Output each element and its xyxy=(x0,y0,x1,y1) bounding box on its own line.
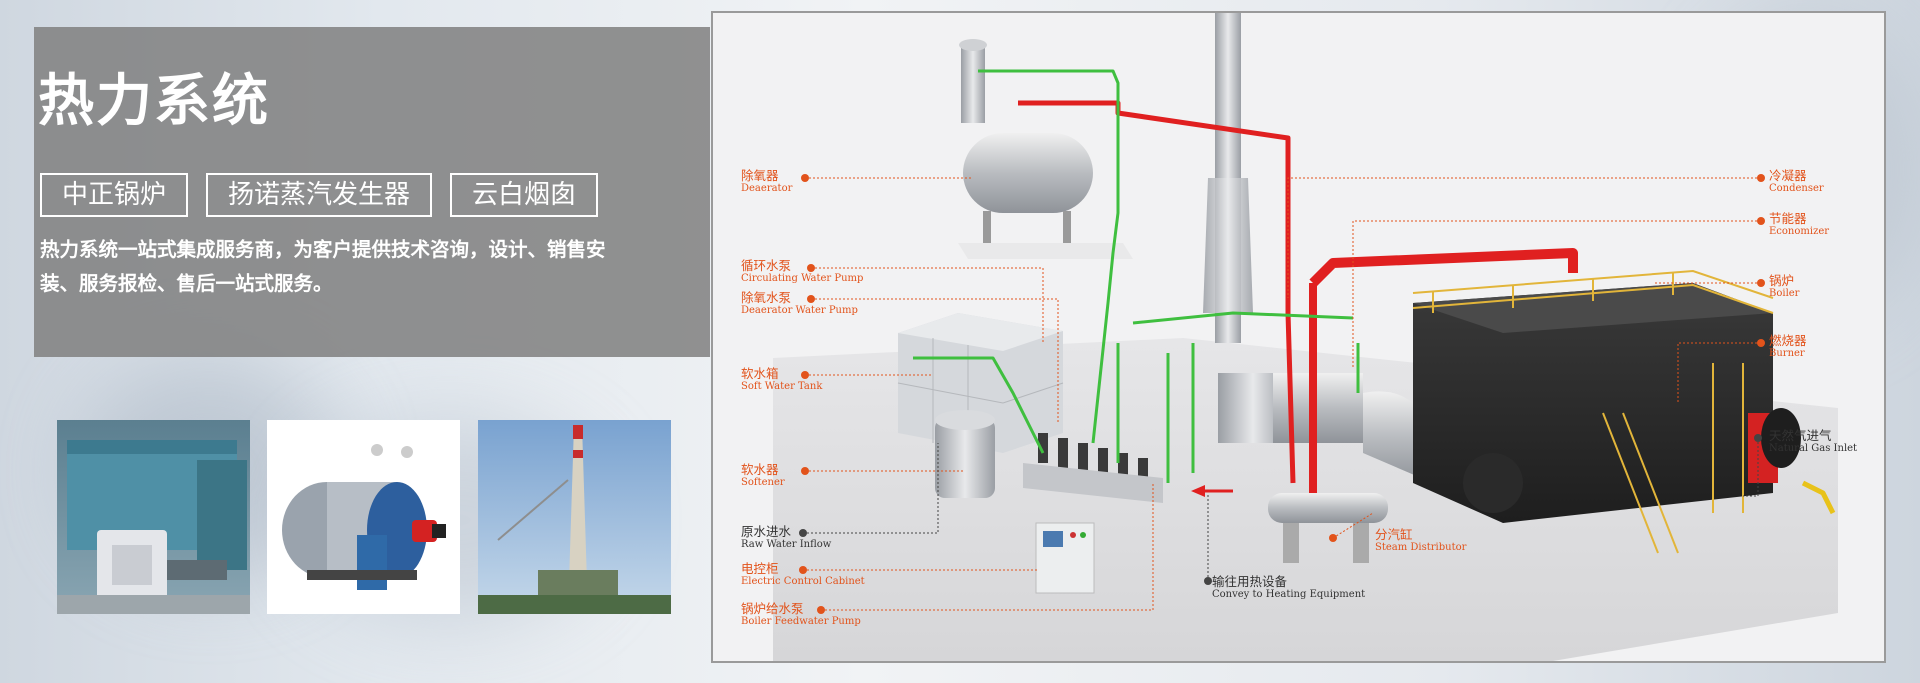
steam-generator-photo[interactable] xyxy=(267,420,460,614)
label-en: Burner xyxy=(1769,348,1805,359)
water-pipe-2 xyxy=(1132,311,1354,325)
label-zh: 输往用热设备 xyxy=(1212,574,1288,589)
thermal-system-diagram: 除氧器 Deaerator 循环水泵 Circulating Water Pum… xyxy=(711,11,1886,663)
label-zh: 锅炉 xyxy=(1769,273,1795,288)
description-text: 热力系统一站式集成服务商，为客户提供技术咨询，设计、销售安装、服务报检、售后一站… xyxy=(40,238,606,295)
label-steam-distributor: 分汽缸 Steam Distributor xyxy=(1375,528,1466,554)
label-boiler: 锅炉 Boiler xyxy=(1769,274,1799,300)
chimney-photo[interactable] xyxy=(478,420,671,614)
gas-pipe xyxy=(1801,480,1836,515)
label-zh: 节能器 xyxy=(1769,211,1807,226)
label-zh: 燃烧器 xyxy=(1769,333,1807,348)
label-en: Softener xyxy=(741,477,785,488)
tag-zhongzheng-boiler[interactable]: 中正锅炉 xyxy=(40,173,189,217)
label-burner: 燃烧器 Burner xyxy=(1769,334,1807,360)
label-deaerator: 除氧器 Deaerator xyxy=(741,169,792,195)
tag-yunbai-chimney[interactable]: 云白烟囱 xyxy=(450,173,599,217)
label-en: Boiler xyxy=(1769,288,1800,299)
label-zh: 除氧器 xyxy=(741,168,779,183)
label-electric-control-cabinet: 电控柜 Electric Control Cabinet xyxy=(741,562,865,588)
label-economizer: 节能器 Economizer xyxy=(1769,212,1829,238)
label-zh: 循环水泵 xyxy=(741,258,792,273)
label-circulating-water-pump: 循环水泵 Circulating Water Pump xyxy=(741,259,863,285)
label-en: Electric Control Cabinet xyxy=(741,576,865,587)
pipe-network xyxy=(913,69,1836,515)
label-zh: 分汽缸 xyxy=(1375,527,1413,542)
water-pipe-7 xyxy=(913,356,1045,454)
label-zh: 电控柜 xyxy=(741,561,779,576)
label-zh: 除氧水泵 xyxy=(741,290,792,305)
label-soft-water-tank: 软水箱 Soft Water Tank xyxy=(741,367,822,393)
label-en: Natural Gas Inlet xyxy=(1769,443,1858,454)
tag-yangnuo-steam-generator[interactable]: 扬诺蒸汽发生器 xyxy=(206,173,433,217)
water-pipe xyxy=(978,69,1120,444)
label-softener: 软水器 Softener xyxy=(741,463,785,489)
label-condenser: 冷凝器 Condenser xyxy=(1769,169,1824,195)
label-en: Steam Distributor xyxy=(1375,542,1467,553)
deaerator-tank xyxy=(963,133,1093,213)
label-en: Deaerator xyxy=(741,183,793,194)
label-en: Circulating Water Pump xyxy=(741,273,864,284)
label-zh: 锅炉给水泵 xyxy=(741,601,804,616)
page-title: 热力系统 xyxy=(38,69,270,134)
label-en: Boiler Feedwater Pump xyxy=(741,616,861,627)
label-zh: 原水进水 xyxy=(741,524,792,539)
softener xyxy=(935,418,995,498)
steam-distributor xyxy=(1268,493,1388,523)
label-raw-water-inflow: 原水进水 Raw Water Inflow xyxy=(741,525,831,551)
label-en: Deaerator Water Pump xyxy=(741,305,858,316)
leader-lines xyxy=(803,177,1761,611)
label-zh: 软水器 xyxy=(741,462,779,477)
label-natural-gas-inlet: 天然气进气 Natural Gas Inlet xyxy=(1769,429,1857,455)
label-en: Soft Water Tank xyxy=(741,381,823,392)
pump-group xyxy=(1038,433,1148,488)
equipment-illustration xyxy=(773,13,1838,661)
label-convey-to-heating-equipment: 输往用热设备 Convey to Heating Equipment xyxy=(1212,575,1365,601)
economizer xyxy=(1273,373,1363,443)
steam-pipe-2 xyxy=(1309,248,1578,287)
label-zh: 天然气进气 xyxy=(1769,428,1832,443)
label-deaerator-water-pump: 除氧水泵 Deaerator Water Pump xyxy=(741,291,858,317)
boiler-guardrail xyxy=(1412,269,1774,554)
brand-tag-row: 中正锅炉 扬诺蒸汽发生器 云白烟囱 xyxy=(40,173,599,217)
label-zh: 软水箱 xyxy=(741,366,779,381)
label-en: Condenser xyxy=(1769,183,1824,194)
boiler-photo[interactable] xyxy=(57,420,250,614)
steam-pipe xyxy=(1018,100,1296,484)
label-en: Raw Water Inflow xyxy=(741,539,832,550)
label-en: Convey to Heating Equipment xyxy=(1212,589,1366,600)
label-zh: 冷凝器 xyxy=(1769,168,1807,183)
label-en: Economizer xyxy=(1769,226,1830,237)
label-boiler-feedwater-pump: 锅炉给水泵 Boiler Feedwater Pump xyxy=(741,602,861,628)
